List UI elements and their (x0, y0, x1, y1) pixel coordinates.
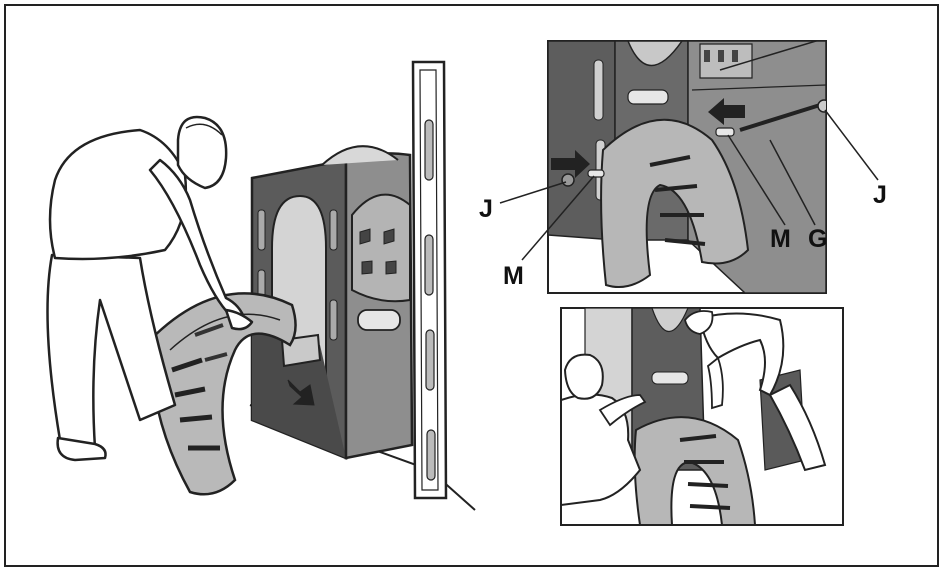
detail-inset-top (547, 40, 827, 294)
side-wall (321, 145, 414, 460)
detail-inset-bottom (560, 307, 844, 526)
arrow-icon (287, 379, 315, 406)
label-m-left: M (503, 262, 524, 290)
main-scene (46, 60, 476, 511)
support-post (411, 60, 448, 500)
callout-lines (499, 109, 879, 261)
label-j-left: J (479, 195, 493, 223)
arrow-icon (708, 98, 745, 125)
label-g: G (808, 225, 827, 253)
label-m-right: M (770, 225, 791, 253)
person-lifting (46, 115, 254, 462)
arrow-icon (551, 150, 590, 178)
label-j-right: J (873, 181, 887, 209)
curved-ladder (148, 292, 297, 496)
